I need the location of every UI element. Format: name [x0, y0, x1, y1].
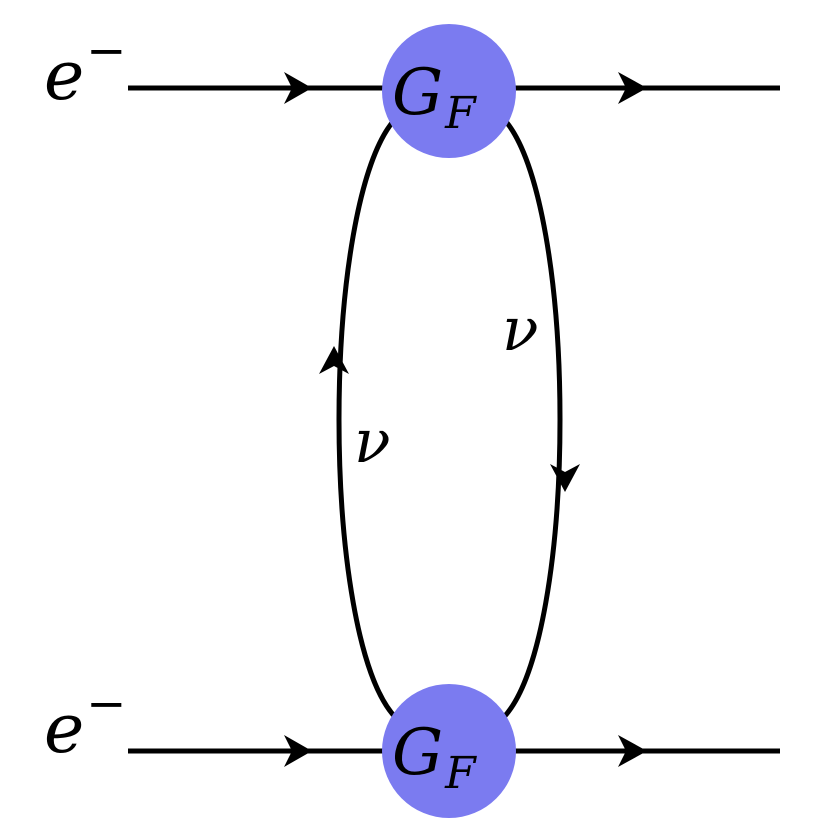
bottom-vertex: [382, 684, 516, 818]
bottom-electron-label: e−: [44, 676, 126, 769]
neutrino-right-propagator: [501, 116, 563, 720]
top-electron-label: e−: [44, 23, 126, 116]
top-incoming-arrow-icon: [284, 72, 312, 104]
bottom-vertex-subscript: F: [444, 748, 477, 799]
bottom-electron-symbol: e: [44, 690, 84, 769]
top-electron-symbol: e: [44, 37, 84, 116]
bottom-electron-superscript: −: [86, 676, 126, 732]
top-electron-superscript: −: [86, 23, 126, 79]
top-outgoing-arrow-icon: [618, 72, 647, 104]
bottom-incoming-arrow-icon: [284, 735, 312, 767]
neutrino-right-label: ν: [502, 295, 538, 365]
bottom-outgoing-arrow-icon: [618, 735, 647, 767]
top-vertex-label: GF: [392, 56, 477, 139]
bottom-vertex-symbol: G: [392, 716, 443, 790]
bottom-vertex-label: GF: [392, 716, 477, 799]
neutrino-left-label: ν: [354, 407, 390, 477]
neutrino-right-arrow-icon: [550, 464, 580, 492]
top-vertex: [382, 24, 516, 158]
neutrino-left-propagator: [336, 116, 398, 720]
top-vertex-symbol: G: [392, 56, 443, 130]
neutrino-left-arrow-icon: [319, 346, 349, 374]
top-vertex-subscript: F: [444, 88, 477, 139]
